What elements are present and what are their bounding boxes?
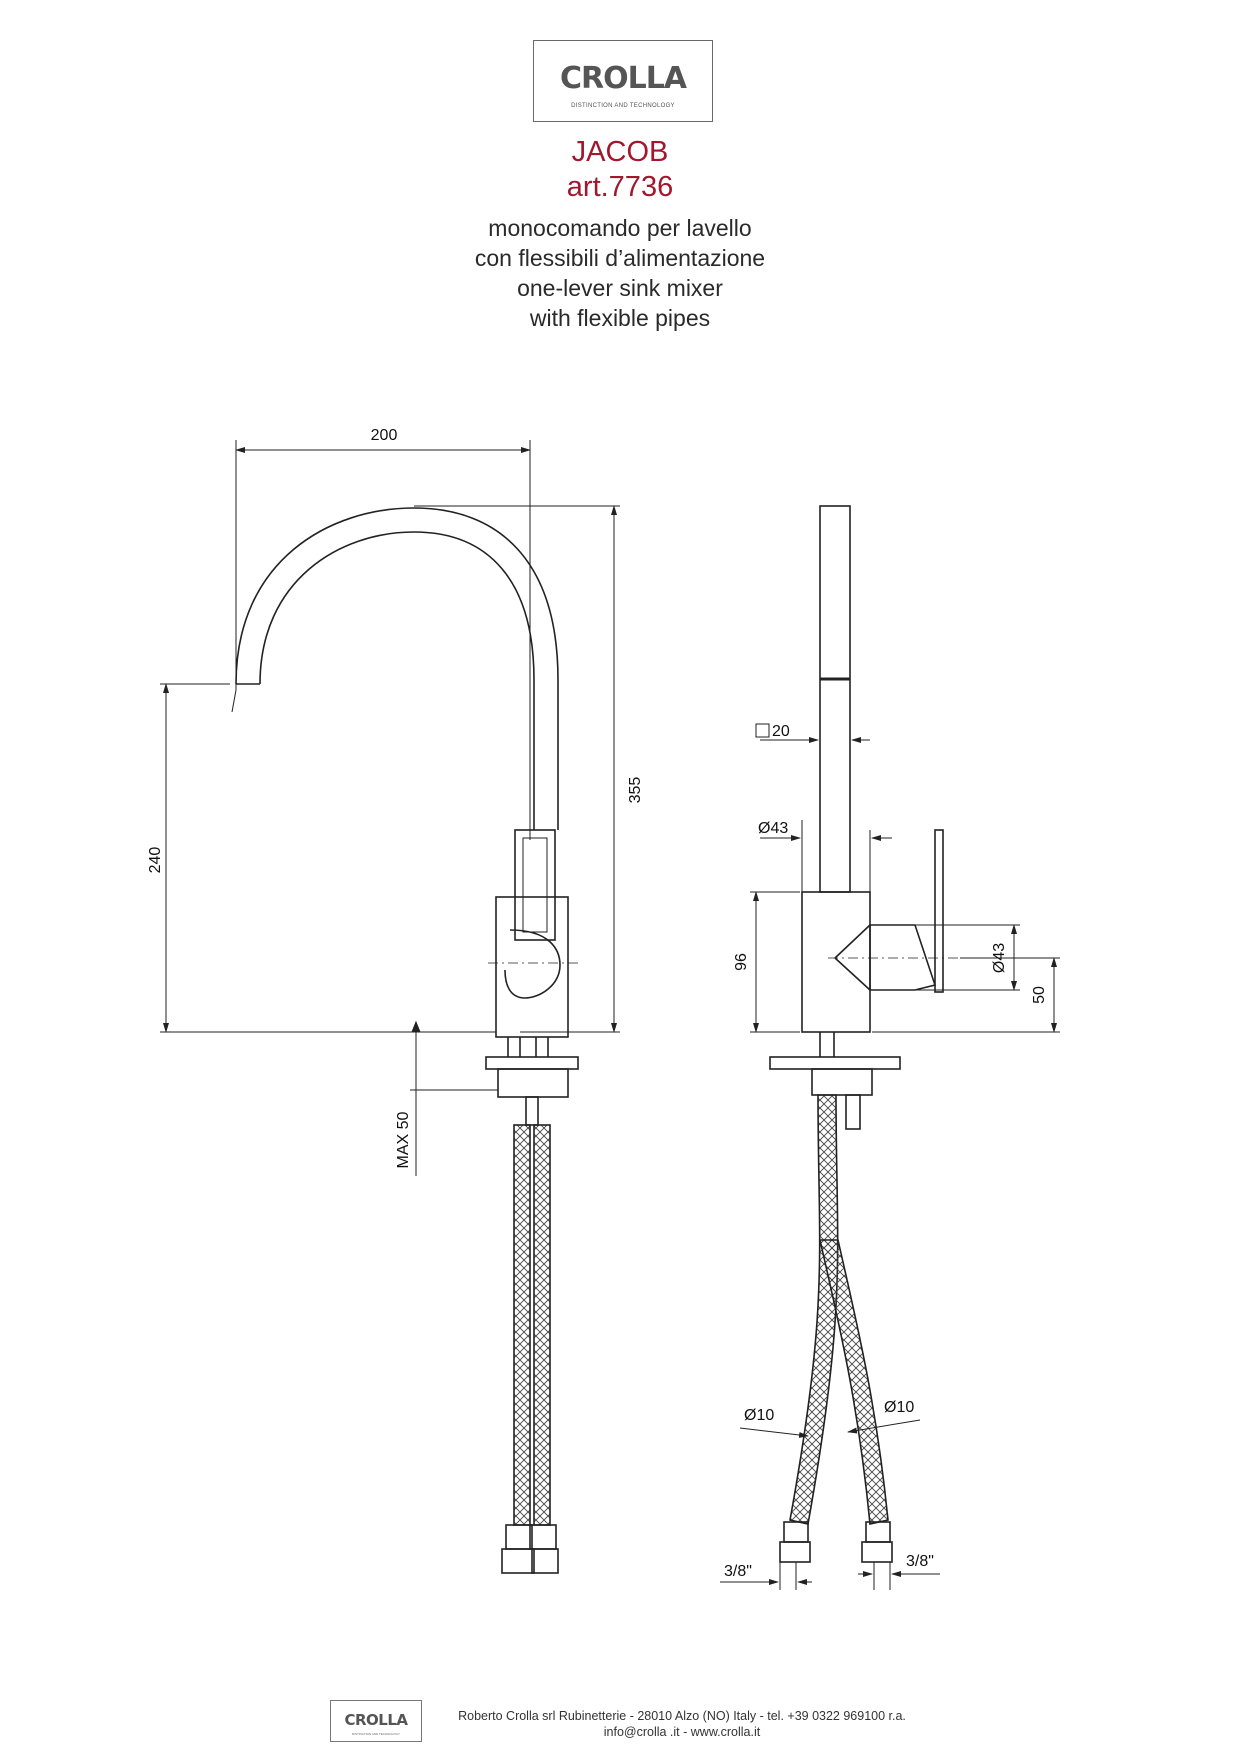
connector-side-right bbox=[861, 1541, 893, 1563]
lever-cone-top bbox=[834, 924, 871, 959]
front-view bbox=[231, 507, 580, 1574]
product-name: JACOB bbox=[571, 136, 669, 168]
mixer-body bbox=[495, 896, 569, 1038]
nut-side-left bbox=[783, 1521, 809, 1543]
brand-tagline: DISTINCTION AND TECHNOLOGY bbox=[571, 103, 675, 109]
label-hose-right: Ø10 bbox=[884, 1399, 914, 1416]
label-max-thickness: MAX 50 bbox=[395, 1111, 412, 1168]
base-fixing-side bbox=[811, 1068, 873, 1096]
nut-side-right bbox=[865, 1521, 891, 1543]
description-line-it-2: con flessibili d’alimentazione bbox=[474, 245, 766, 271]
side-view bbox=[769, 505, 960, 1563]
label-body-diameter-top: Ø43 bbox=[758, 820, 788, 837]
description-line-en-1: one-lever sink mixer bbox=[517, 275, 723, 301]
description-line-it-1: monocomando per lavello bbox=[488, 215, 752, 241]
spout-inner bbox=[259, 531, 535, 830]
dim-hose-left bbox=[739, 1427, 809, 1438]
lever-cone-bottom bbox=[834, 957, 871, 991]
lever-arm-side bbox=[869, 924, 937, 991]
threaded-rod-side bbox=[845, 1094, 861, 1130]
label-spout-height: 240 bbox=[147, 847, 164, 874]
footer-logo-text: CROLLA bbox=[344, 1711, 408, 1729]
connector-front-left bbox=[501, 1548, 535, 1574]
label-reach: 200 bbox=[371, 427, 398, 444]
nut-front-left bbox=[505, 1524, 533, 1550]
footer-address: Roberto Crolla srl Rubinetterie - 28010 … bbox=[458, 1709, 906, 1723]
base-plate bbox=[485, 1056, 579, 1070]
product-description: monocomando per lavello con flessibili d… bbox=[0, 213, 1240, 333]
hose-side-left bbox=[789, 1094, 839, 1525]
connector-side-left bbox=[779, 1541, 811, 1563]
brand-logo-text: CROLLA bbox=[559, 61, 687, 96]
dim-hose-right bbox=[847, 1419, 921, 1434]
label-hose-left: Ø10 bbox=[744, 1407, 774, 1424]
spout-outlet-mark bbox=[231, 689, 237, 713]
label-connector-right: 3/8" bbox=[906, 1553, 934, 1570]
connector-front-right bbox=[531, 1548, 559, 1574]
square-section-symbol bbox=[755, 723, 770, 738]
base-plate-side bbox=[769, 1056, 901, 1070]
product-article: art.7736 bbox=[566, 171, 674, 203]
body-side bbox=[801, 891, 871, 1033]
spout-side bbox=[819, 505, 851, 893]
label-body-height: 96 bbox=[733, 953, 750, 971]
lever-hub bbox=[504, 929, 561, 999]
footer-web: info@crolla .it - www.crolla.it bbox=[603, 1725, 761, 1739]
label-connector-left: 3/8" bbox=[724, 1563, 752, 1580]
description-line-en-2: with flexible pipes bbox=[529, 305, 711, 331]
lever-handle-side bbox=[934, 829, 944, 993]
nut-front-right bbox=[529, 1524, 557, 1550]
footer-logo: CROLLA DISTINCTION AND TECHNOLOGY bbox=[330, 1700, 422, 1742]
lever-inner bbox=[522, 837, 548, 933]
hose-front-left bbox=[513, 1124, 531, 1526]
dimension-labels: 200 355 240 MAX 50 20 Ø43 96 Ø43 50 Ø10 … bbox=[147, 427, 1048, 1580]
lever bbox=[514, 829, 556, 941]
footer-contact: Roberto Crolla srl Rubinetterie - 28010 … bbox=[432, 1708, 932, 1740]
spout-outer bbox=[235, 507, 559, 830]
label-lever-axis-height: 50 bbox=[1031, 986, 1048, 1004]
threaded-rod bbox=[525, 1096, 539, 1126]
label-square-section: 20 bbox=[772, 723, 790, 740]
label-total-height: 355 bbox=[627, 777, 644, 804]
label-lever-diameter: Ø43 bbox=[991, 943, 1008, 973]
dimension-lines bbox=[160, 440, 1060, 1590]
hose-front-right bbox=[533, 1124, 551, 1526]
brand-logo: CROLLA DISTINCTION AND TECHNOLOGY bbox=[533, 40, 713, 122]
footer-logo-tagline: DISTINCTION AND TECHNOLOGY bbox=[352, 1732, 400, 1736]
base-fixing bbox=[497, 1068, 569, 1098]
